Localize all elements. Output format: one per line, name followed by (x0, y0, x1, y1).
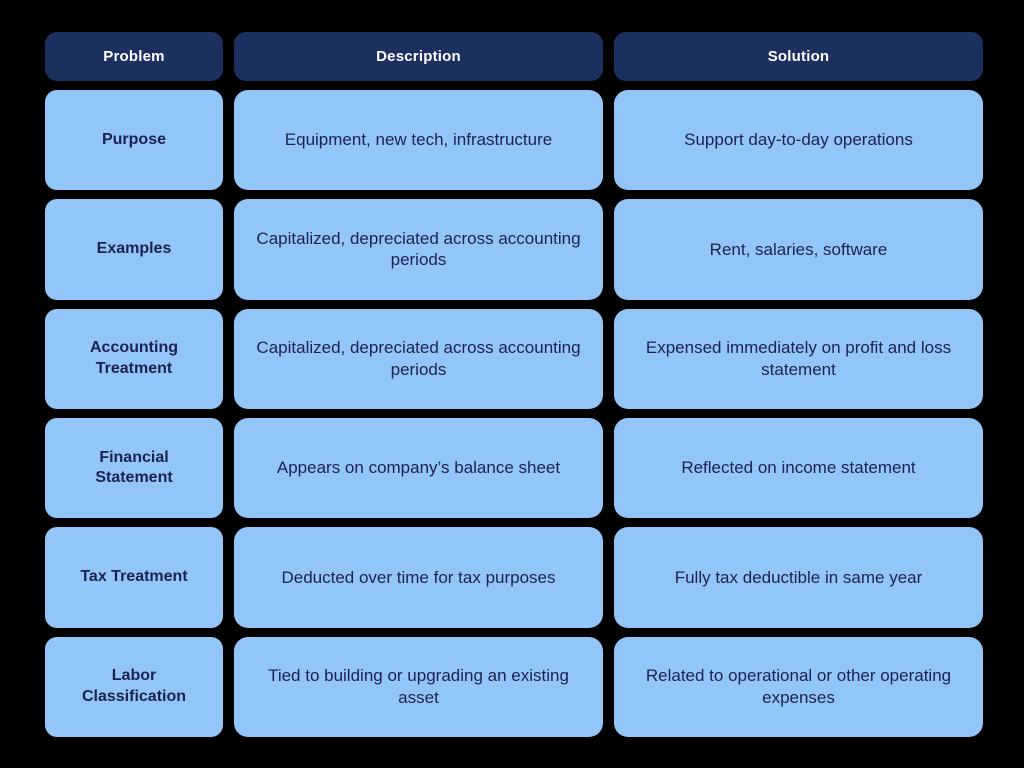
table-row: Examples Capitalized, depreciated across… (45, 199, 983, 300)
column-header-description: Description (234, 32, 603, 81)
row-description-cell: Capitalized, depreciated across accounti… (234, 199, 603, 300)
row-solution-cell: Rent, salaries, software (614, 199, 983, 300)
row-description-cell: Deducted over time for tax purposes (234, 527, 603, 628)
comparison-table: Problem Description Solution Purpose Equ… (45, 32, 983, 737)
column-header-description-label: Description (376, 47, 461, 65)
row-solution-text: Rent, salaries, software (709, 239, 888, 259)
column-header-problem-label: Problem (103, 47, 165, 65)
row-label-cell: Financial Statement (45, 417, 223, 519)
row-description-cell: Tied to building or upgrading an existin… (234, 636, 603, 737)
table-header-row: Problem Description Solution (45, 32, 983, 81)
column-header-solution-label: Solution (767, 47, 830, 65)
table-row: Financial Statement Appears on company’s… (45, 417, 983, 519)
row-description-cell: Capitalized, depreciated across accounti… (234, 308, 603, 409)
row-label-text: Tax Treatment (80, 568, 188, 586)
row-label-text: Purpose (101, 130, 166, 148)
row-label-cell: Tax Treatment (45, 527, 223, 628)
table-row: Purpose Equipment, new tech, infrastruct… (45, 90, 983, 191)
row-solution-cell: Expensed immediately on profit and loss … (614, 308, 983, 409)
table-row: Tax Treatment Deducted over time for tax… (45, 527, 983, 628)
row-label-cell: Examples (45, 199, 223, 300)
column-header-solution: Solution (614, 32, 983, 81)
row-description-cell: Appears on company’s balance sheet (234, 417, 603, 519)
row-label-text: Examples (96, 240, 172, 258)
table-row: Accounting Treatment Capitalized, deprec… (45, 308, 983, 409)
column-header-problem: Problem (45, 32, 223, 81)
row-description-text: Appears on company’s balance sheet (276, 458, 561, 478)
row-solution-text: Expensed immediately on profit and loss … (645, 338, 952, 379)
row-solution-text: Related to operational or other operatin… (645, 666, 952, 707)
row-description-text: Equipment, new tech, infrastructure (284, 130, 553, 150)
row-label-text: Labor Classification (81, 667, 187, 705)
row-label-cell: Labor Classification (45, 636, 223, 737)
row-description-cell: Equipment, new tech, infrastructure (234, 90, 603, 191)
row-solution-cell: Reflected on income statement (614, 417, 983, 519)
row-solution-text: Fully tax deductible in same year (674, 567, 923, 587)
row-description-text: Capitalized, depreciated across accounti… (256, 338, 581, 379)
row-label-text: Accounting Treatment (90, 339, 178, 377)
row-label-cell: Purpose (45, 90, 223, 191)
row-label-cell: Accounting Treatment (45, 308, 223, 409)
row-solution-text: Reflected on income statement (681, 458, 916, 478)
row-description-text: Deducted over time for tax purposes (281, 567, 556, 587)
row-label-text: Financial Statement (95, 448, 173, 487)
row-solution-cell: Support day-to-day operations (614, 90, 983, 191)
row-description-text: Capitalized, depreciated across accounti… (256, 228, 581, 270)
row-solution-text: Support day-to-day operations (684, 130, 913, 150)
row-description-text: Tied to building or upgrading an existin… (268, 666, 569, 707)
row-solution-cell: Related to operational or other operatin… (614, 636, 983, 737)
table-row: Labor Classification Tied to building or… (45, 636, 983, 737)
row-solution-cell: Fully tax deductible in same year (614, 527, 983, 628)
